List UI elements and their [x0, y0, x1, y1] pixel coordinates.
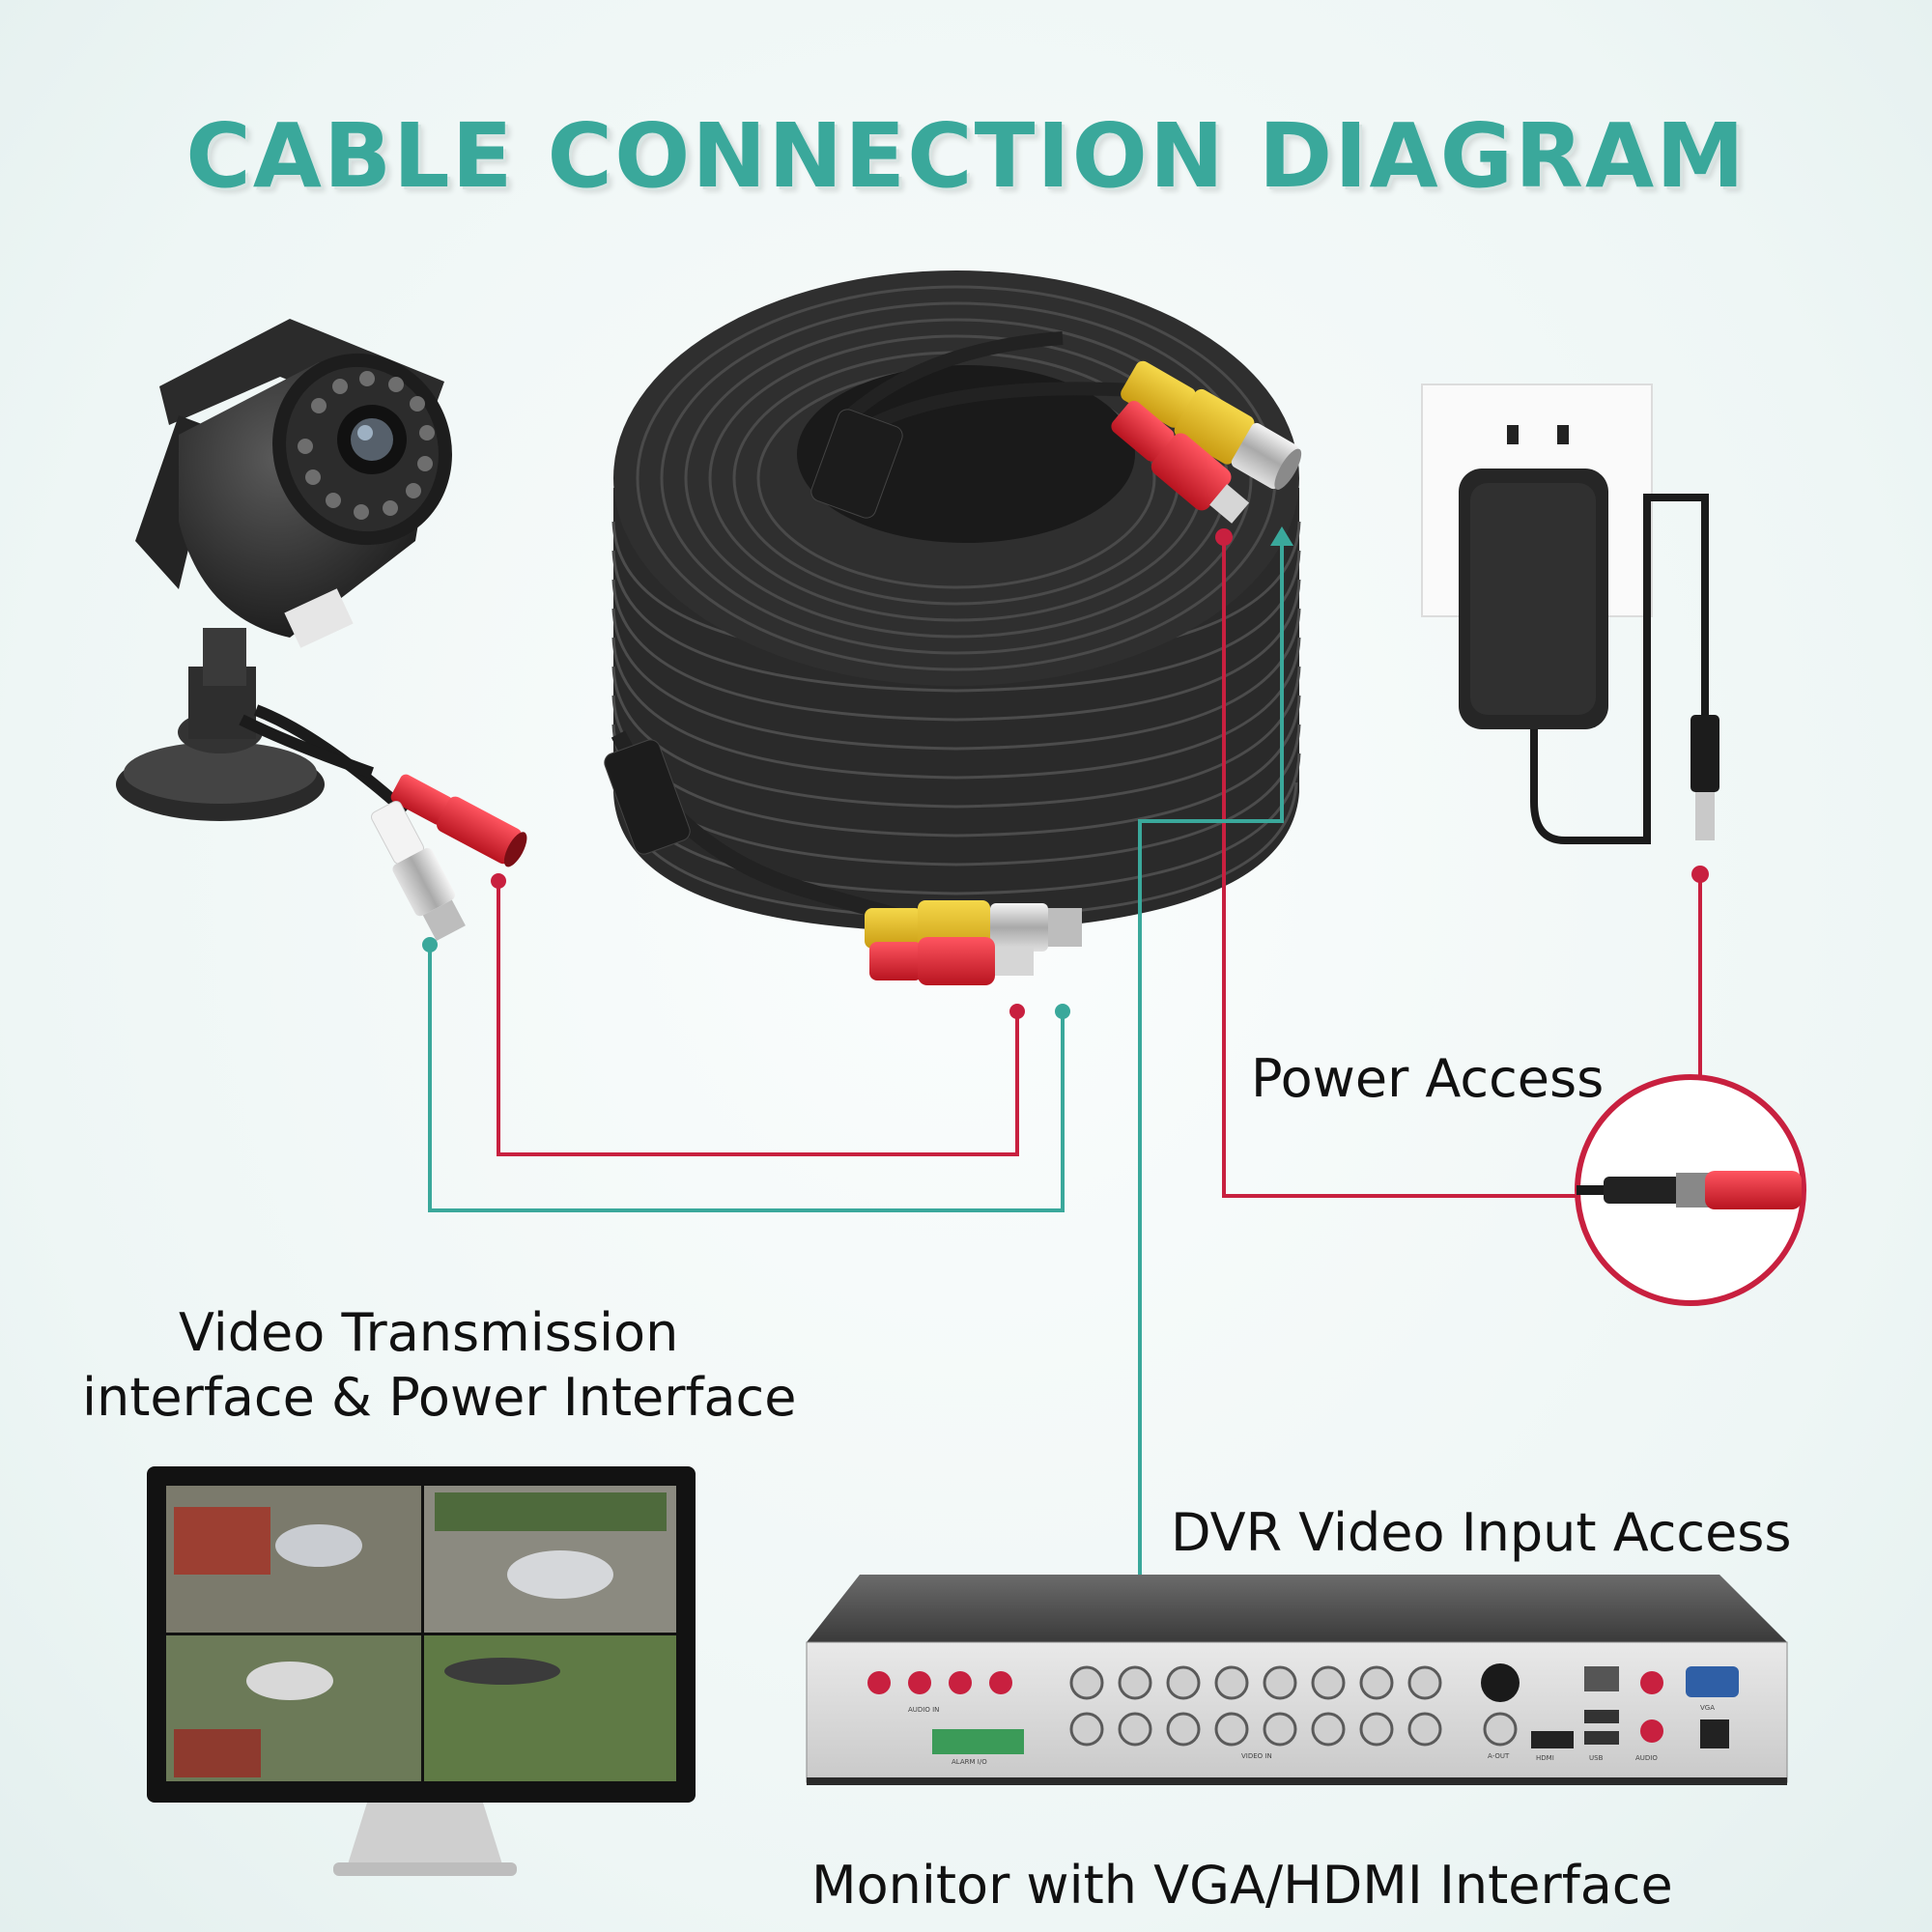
power-connector-zoom — [1575, 1074, 1806, 1306]
monitor-label: Monitor with VGA/HDMI Interface — [811, 1855, 1673, 1916]
video-interface-label-line1: Video Transmission — [179, 1302, 679, 1363]
dvr-port-label: VGA — [1700, 1704, 1715, 1712]
dvr-recorder-icon — [806, 1575, 1788, 1785]
power-adapter-icon — [1421, 384, 1719, 883]
dvr-port-label: ALARM I/O — [952, 1758, 987, 1766]
dvr-port-label: AUDIO IN — [908, 1706, 939, 1714]
video-line-dvr — [1121, 526, 1293, 1652]
power-line-camera — [497, 881, 1019, 1156]
dvr-port-label: USB — [1589, 1754, 1604, 1762]
dvr-port-label: HDMI — [1536, 1754, 1554, 1762]
power-line-adapter — [1222, 537, 1702, 1198]
bnc-cable-coil-icon — [604, 270, 1302, 1019]
dvr-input-label: DVR Video Input Access — [1171, 1502, 1792, 1563]
video-line-camera — [428, 945, 1065, 1212]
dvr-port-label: A-OUT — [1488, 1752, 1510, 1760]
dvr-port-label: VIDEO IN — [1241, 1752, 1272, 1760]
monitor-icon — [147, 1466, 696, 1876]
security-camera-icon — [116, 319, 527, 952]
video-interface-label-line2: interface & Power Interface — [82, 1367, 797, 1428]
dvr-port-label: AUDIO — [1635, 1754, 1658, 1762]
power-access-label: Power Access — [1251, 1048, 1605, 1109]
diagram-title: CABLE CONNECTION DIAGRAM — [185, 104, 1747, 208]
